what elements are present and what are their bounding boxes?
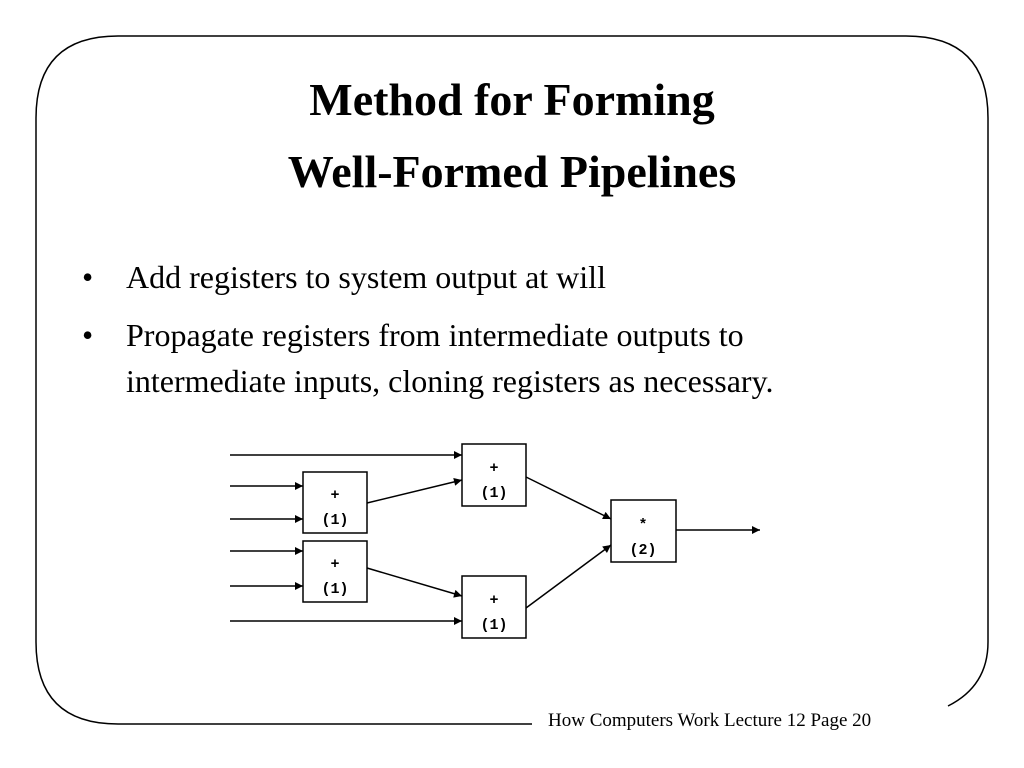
slide-title-line-2: Well-Formed Pipelines	[287, 146, 737, 197]
bullet-marker: •	[82, 259, 94, 295]
multiplier-latency-label: (2)	[629, 542, 656, 559]
internal-wire	[366, 567, 463, 598]
adder-op-label: +	[330, 556, 339, 573]
bullet-text-line-1: Propagate registers from intermediate ou…	[126, 317, 744, 353]
bullet-item: • Propagate registers from intermediate …	[82, 312, 982, 404]
adder-latency-label: (1)	[480, 485, 507, 502]
adder-latency-label: (1)	[321, 581, 348, 598]
adder-box-left-bottom: + (1)	[302, 540, 368, 603]
adder-op-label: +	[330, 487, 339, 504]
slide-title-line-1: Method for Forming	[309, 74, 715, 125]
internal-wire	[366, 477, 463, 504]
bullet-list: • Add registers to system output at will…	[82, 254, 982, 416]
adder-box-mid-bottom: + (1)	[461, 575, 527, 639]
adder-latency-label: (1)	[480, 617, 507, 634]
bullet-marker: •	[82, 317, 94, 353]
slide-footer: How Computers Work Lecture 12 Page 20	[548, 710, 872, 731]
bullet-item: • Add registers to system output at will	[82, 254, 982, 300]
bullet-text-line-2: intermediate inputs, cloning registers a…	[126, 363, 774, 399]
adder-op-label: +	[489, 460, 498, 477]
adder-latency-label: (1)	[321, 512, 348, 529]
multiplier-op-label: *	[638, 517, 647, 534]
bullet-text: Add registers to system output at will	[126, 259, 606, 295]
internal-wire	[525, 476, 612, 520]
multiplier-box: * (2)	[610, 499, 677, 563]
internal-wire	[525, 544, 612, 609]
adder-box-left-top: + (1)	[302, 471, 368, 534]
adder-box-mid-top: + (1)	[461, 443, 527, 507]
adder-op-label: +	[489, 592, 498, 609]
